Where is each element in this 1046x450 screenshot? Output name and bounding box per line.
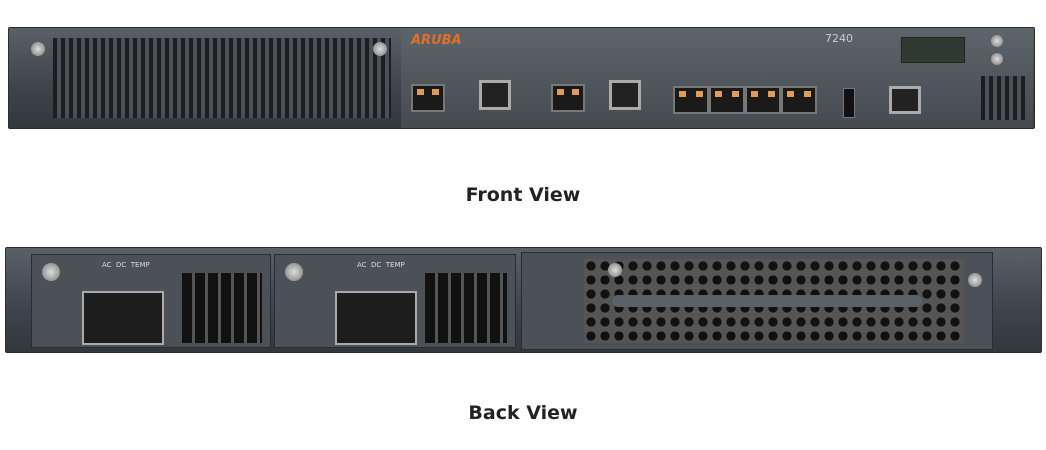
led-label: AC bbox=[357, 261, 367, 269]
fan-tray-handle[interactable] bbox=[612, 295, 922, 307]
sfp-port[interactable] bbox=[673, 86, 709, 114]
screw-icon bbox=[608, 263, 622, 277]
power-supply-2: AC DC TEMP bbox=[274, 254, 516, 348]
screw-icon bbox=[42, 263, 60, 281]
screw-icon bbox=[285, 263, 303, 281]
back-view-caption: Back View bbox=[468, 402, 578, 424]
lcd-button[interactable] bbox=[991, 35, 1003, 47]
front-panel: ARUBA 7240 bbox=[401, 28, 1033, 128]
lcd-button[interactable] bbox=[991, 53, 1003, 65]
screw-icon bbox=[31, 42, 45, 56]
led-labels: AC DC TEMP bbox=[357, 261, 405, 269]
sfp-port[interactable] bbox=[551, 84, 585, 112]
led-label: DC bbox=[371, 261, 382, 269]
sfp-port[interactable] bbox=[411, 84, 445, 112]
psu-vent bbox=[182, 273, 262, 343]
led-label: DC bbox=[116, 261, 127, 269]
ethernet-port[interactable] bbox=[609, 80, 641, 110]
ethernet-port[interactable] bbox=[479, 80, 511, 110]
brand-logo: ARUBA bbox=[411, 33, 462, 48]
controller-front: ARUBA 7240 bbox=[8, 27, 1035, 129]
console-port[interactable] bbox=[889, 86, 921, 114]
sfp-port[interactable] bbox=[709, 86, 745, 114]
power-inlet[interactable] bbox=[82, 291, 164, 345]
screw-icon bbox=[373, 42, 387, 56]
sfp-port[interactable] bbox=[781, 86, 817, 114]
psu-vent bbox=[425, 273, 507, 343]
power-inlet[interactable] bbox=[335, 291, 417, 345]
front-panel-vent bbox=[981, 76, 1025, 120]
front-vent bbox=[53, 38, 391, 118]
sfp-port[interactable] bbox=[745, 86, 781, 114]
fan-tray bbox=[521, 252, 993, 350]
screw-icon bbox=[968, 273, 982, 287]
power-supply-1: AC DC TEMP bbox=[31, 254, 271, 348]
led-label: TEMP bbox=[130, 261, 150, 269]
led-labels: AC DC TEMP bbox=[102, 261, 150, 269]
usb-port[interactable] bbox=[843, 88, 855, 118]
front-view-caption: Front View bbox=[465, 184, 581, 206]
model-label: 7240 bbox=[825, 32, 853, 45]
led-label: TEMP bbox=[385, 261, 405, 269]
controller-back: AC DC TEMP AC DC TEMP bbox=[5, 247, 1042, 353]
lcd-display bbox=[901, 37, 965, 63]
led-label: AC bbox=[102, 261, 112, 269]
